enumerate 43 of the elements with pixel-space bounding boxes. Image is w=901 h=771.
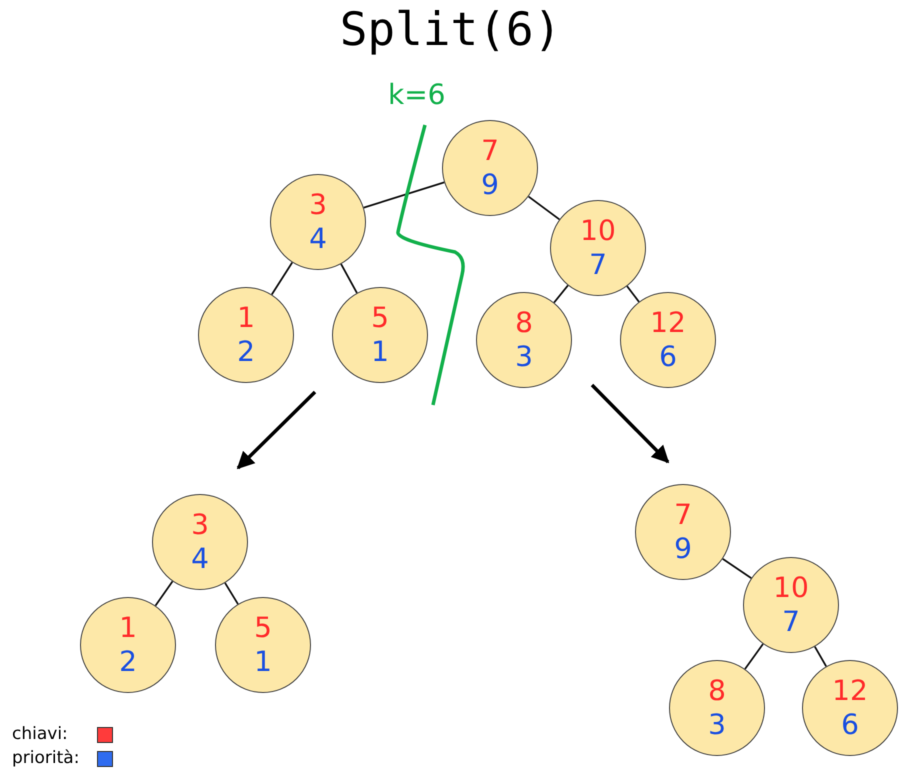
legend-label: chiavi:	[12, 724, 68, 744]
priority-number: 4	[191, 542, 209, 576]
priority-number: 2	[237, 335, 255, 369]
tree-edge	[271, 262, 293, 295]
key-number: 1	[119, 611, 137, 645]
key-number: 5	[254, 611, 272, 645]
tree-edge	[626, 286, 640, 302]
priority-number: 6	[659, 340, 677, 374]
key-number: 3	[191, 508, 209, 542]
tree-edge	[154, 580, 174, 606]
key-number: 10	[773, 571, 809, 605]
priority-number: 4	[309, 222, 327, 256]
legend-label: priorità:	[12, 748, 80, 768]
key-number: 5	[371, 301, 389, 335]
tree-edge	[364, 182, 444, 208]
key-number: 3	[309, 188, 327, 222]
tree-edge	[744, 643, 764, 670]
priority-number: 1	[254, 645, 272, 679]
tree-edge	[814, 646, 827, 667]
priority-number: 7	[589, 248, 607, 282]
tree-edge	[224, 582, 239, 605]
priority-number: 3	[515, 340, 533, 374]
priority-number: 9	[481, 168, 499, 202]
key-number: 7	[481, 134, 499, 168]
priority-number: 3	[708, 708, 726, 742]
key-number: 8	[515, 306, 533, 340]
key-number: 12	[832, 674, 868, 708]
priority-number: 2	[119, 645, 137, 679]
key-number: 7	[674, 498, 692, 532]
priority-number: 1	[371, 335, 389, 369]
key-number: 8	[708, 674, 726, 708]
priority-number: 7	[782, 605, 800, 639]
split-key-label: k=6	[388, 78, 446, 111]
title: Split(6)	[338, 2, 562, 56]
key-number: 10	[580, 214, 616, 248]
key-number: 12	[650, 306, 686, 340]
tree-edge	[528, 196, 560, 220]
priority-number: 6	[841, 708, 859, 742]
tree-edge	[722, 558, 752, 579]
priority-number: 9	[674, 532, 692, 566]
tree-edge	[340, 264, 358, 294]
key-number: 1	[237, 301, 255, 335]
tree-edge	[553, 284, 569, 304]
